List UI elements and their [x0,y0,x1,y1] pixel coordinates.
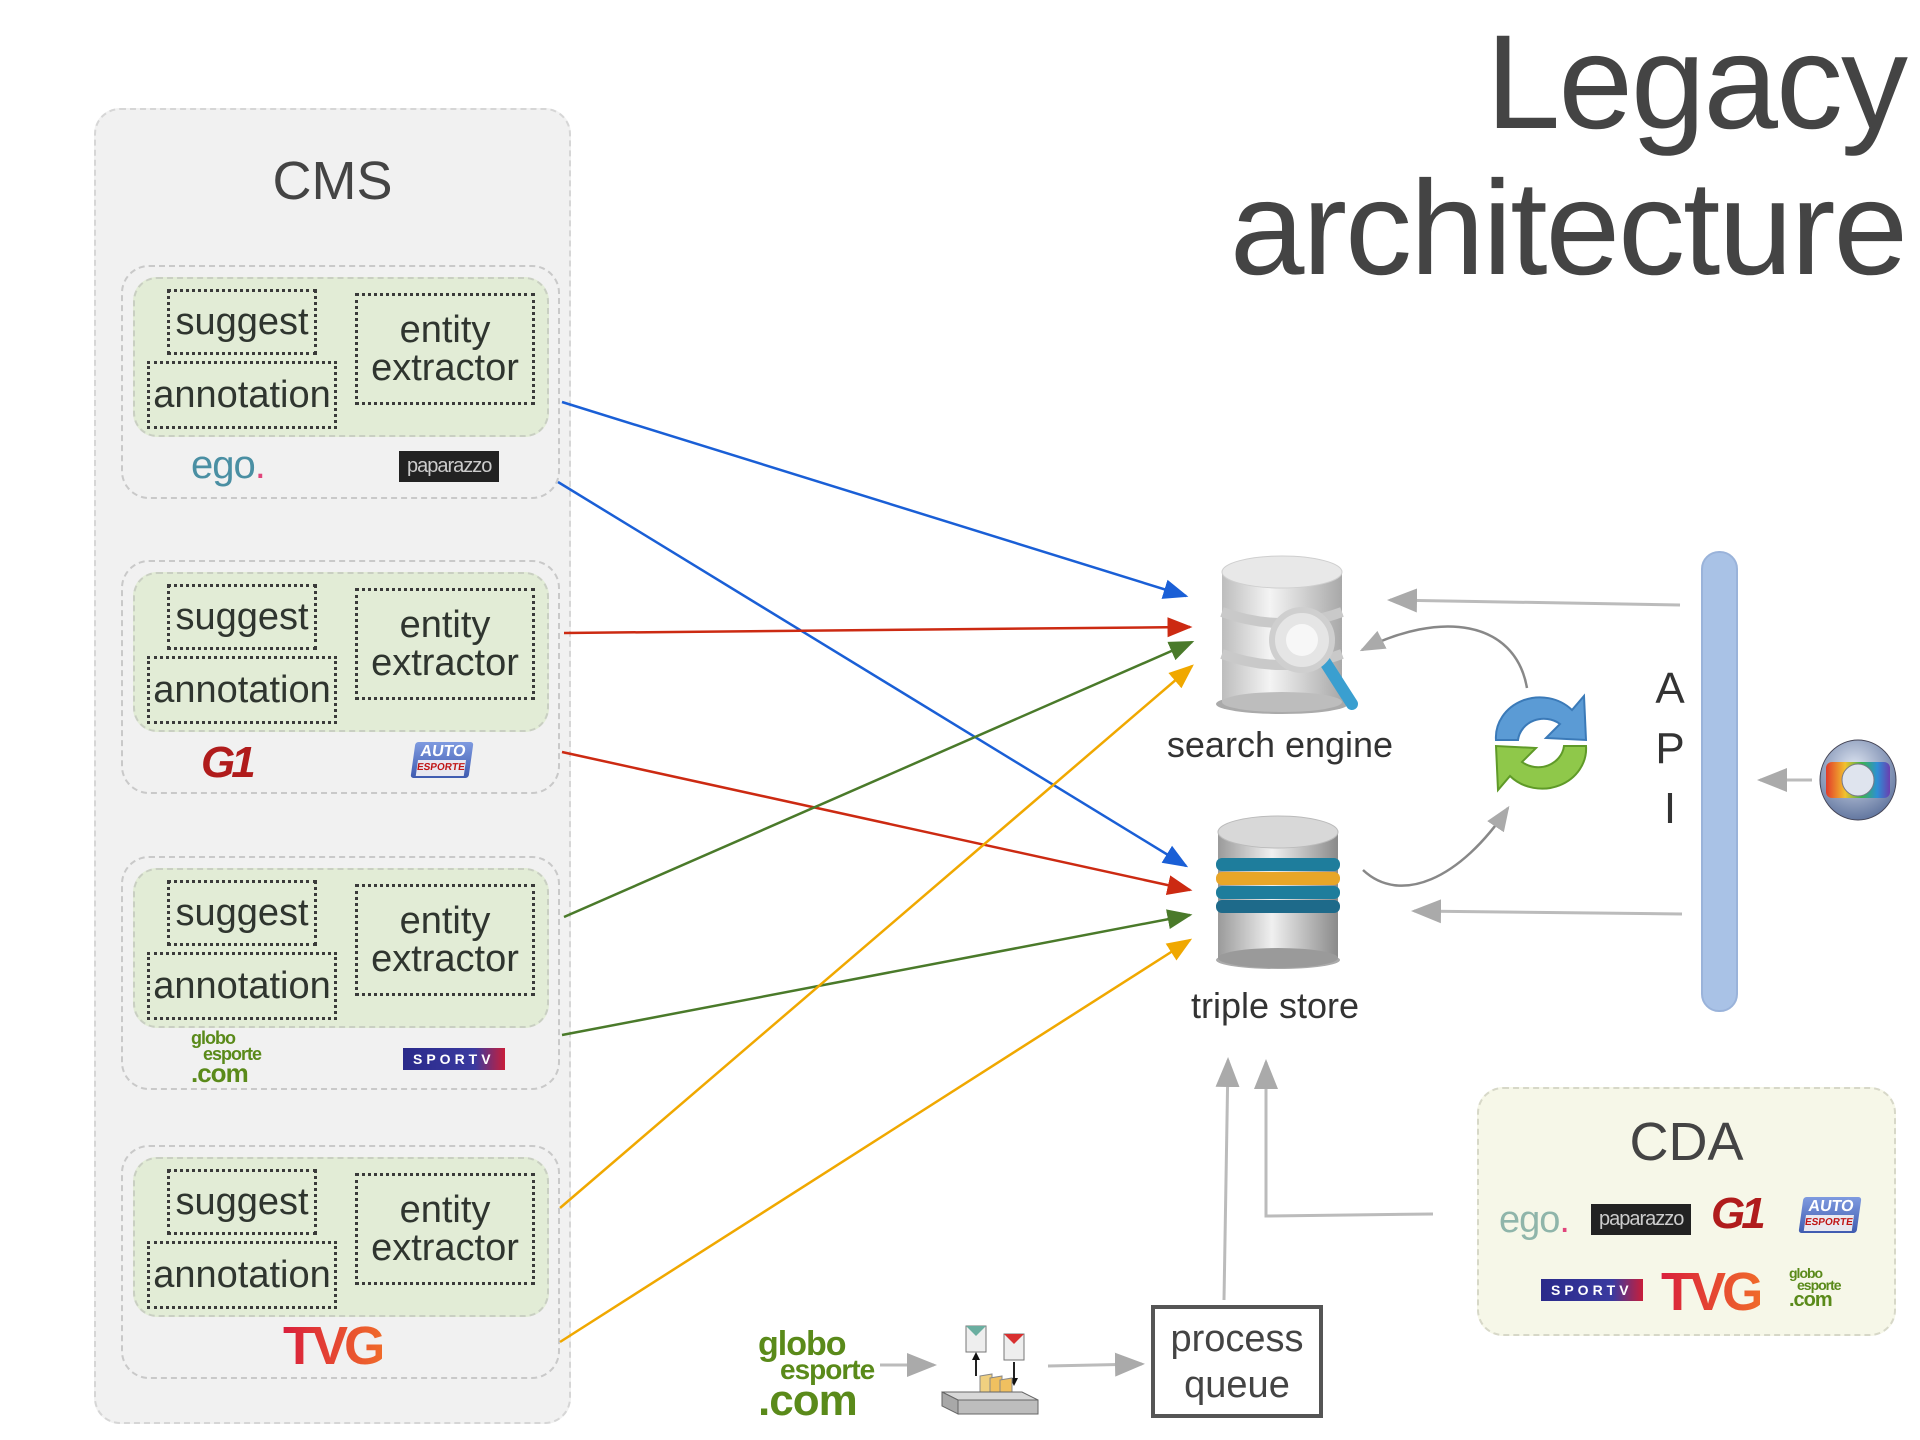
message-queue-icon [938,1318,1048,1418]
arrow-api-to-triplestore [1411,899,1683,924]
process-queue-line-1: process [1170,1317,1304,1360]
arrow-group4-to-triplestore [559,938,1193,1344]
g1-logo: G1 [201,738,256,787]
api-letter-p: P [1655,724,1685,773]
title-line-2: architecture [1229,154,1908,303]
extractor-line-1: entity [399,309,491,351]
g1-logo: G1 [1711,1189,1766,1238]
arrow-group2-to-triplestore [561,750,1193,895]
title-line-1: Legacy [1485,8,1908,157]
sync-icon [1488,688,1596,796]
module-panel: suggest annotation entity extractor [133,277,549,437]
module-panel: suggest annotation entity extractor [133,572,549,732]
suggest-module: suggest [167,880,317,946]
module-panel: suggest annotation entity extractor [133,868,549,1028]
cms-group-tvg: suggest annotation entity extractor TVG [121,1145,560,1379]
cms-group-g1-autoesporte: suggest annotation entity extractor G1 A… [121,560,560,794]
module-panel: suggest annotation entity extractor [133,1157,549,1317]
arrow-group2-to-search [563,617,1193,638]
cms-label: CMS [272,151,393,211]
extractor-line-2: extractor [371,938,519,980]
process-queue-box: process queue [1151,1305,1323,1418]
arrow-group4-to-search [559,664,1194,1209]
sportv-logo: SPORTV [403,1048,505,1070]
cms-group-globoesporte-sportv: suggest annotation entity extractor glob… [121,856,560,1090]
tvg-logo: TVG [283,1316,386,1376]
database-search-icon [1216,555,1358,714]
annotation-module: annotation [147,952,337,1020]
globo-globe-icon [1819,739,1897,821]
extractor-line-1: entity [399,900,491,942]
extractor-line-2: extractor [371,1227,519,1269]
sportv-logo: SPORTV [1541,1279,1643,1301]
arrow-group1-to-triplestore [557,480,1189,868]
entity-extractor-module: entity extractor [355,588,535,700]
suggest-module: suggest [167,1169,317,1235]
extractor-line-1: entity [399,604,491,646]
entity-extractor-module: entity extractor [355,293,535,405]
arrow-queue-to-triplestore [1215,1057,1240,1301]
extractor-line-2: extractor [371,347,519,389]
entity-extractor-module: entity extractor [355,884,535,996]
entity-extractor-module: entity extractor [355,1173,535,1285]
slide-title: Legacy architecture [1229,8,1908,303]
database-icon [1216,815,1340,969]
arrow-triplestore-to-sync [1362,805,1510,887]
api-letter-i: I [1663,784,1677,833]
arrow-mailbox-to-queue [1047,1352,1145,1377]
suggest-module: suggest [167,289,317,355]
globo-logo [1818,738,1898,822]
suggest-module: suggest [167,584,317,650]
arrow-cda-to-triplestore [1254,1059,1434,1218]
paparazzo-logo: paparazzo [1591,1204,1692,1235]
annotation-module: annotation [147,656,337,724]
cda-label: CDA [1629,1112,1744,1172]
annotation-module: annotation [147,1241,337,1309]
cms-group-ego-paparazzo: suggest annotation entity extractor ego.… [121,265,560,499]
api-bar [1701,551,1738,1012]
annotation-module: annotation [147,361,337,429]
paparazzo-logo: paparazzo [399,451,500,482]
search-engine-label: search engine [1166,724,1394,765]
triple-store-node [1210,812,1350,972]
arrow-api-to-search [1387,588,1681,613]
ego-logo: ego. [191,443,266,487]
triple-store-label: triple store [1190,985,1360,1026]
arrow-group3-to-search [563,640,1195,919]
tvg-logo: TVG [1661,1262,1764,1322]
extractor-line-2: extractor [371,642,519,684]
ego-logo: ego. [1499,1199,1570,1241]
arrow-group3-to-triplestore [561,909,1193,1037]
arrow-sync-to-search [1359,625,1529,689]
process-queue-line-2: queue [1184,1363,1290,1406]
search-engine-node [1212,554,1362,724]
api-letter-a: A [1655,664,1685,713]
extractor-line-1: entity [399,1189,491,1231]
arrow-group1-to-search [561,400,1189,599]
